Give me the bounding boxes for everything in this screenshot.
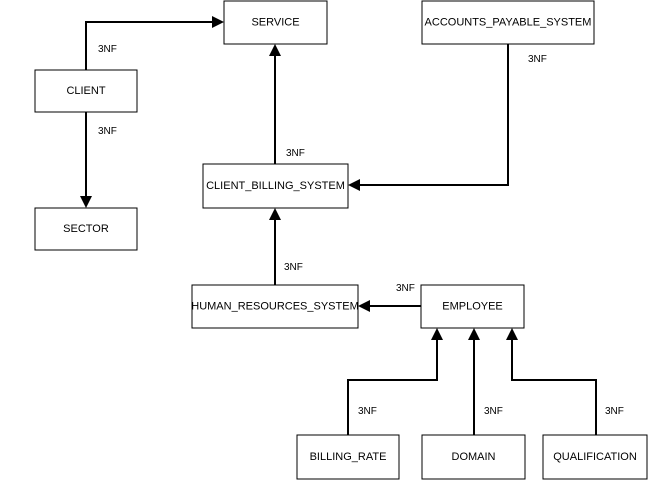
arrowhead-qualification-employee xyxy=(506,328,518,340)
arrowhead-client-service xyxy=(212,16,224,28)
node-label-human-resources-system: HUMAN_RESOURCES_SYSTEM xyxy=(191,300,358,312)
node-client: CLIENT xyxy=(34,69,138,113)
edge-billing-rate-employee xyxy=(347,338,438,435)
edge-accounts-client-billing xyxy=(358,44,509,186)
edge-label-domain-employee: 3NF xyxy=(484,406,503,417)
edge-label-client-service: 3NF xyxy=(98,44,117,55)
arrowhead-employee-hr xyxy=(358,300,370,312)
edge-label-qualification-employee: 3NF xyxy=(605,406,624,417)
node-sector: SECTOR xyxy=(34,207,138,251)
arrowhead-client-billing-service xyxy=(269,44,281,56)
edge-label-billing-rate-employee: 3NF xyxy=(358,406,377,417)
edge-label-hr-client-billing: 3NF xyxy=(284,262,303,273)
node-label-sector: SECTOR xyxy=(63,223,109,235)
edge-label-accounts-client-billing: 3NF xyxy=(528,54,547,65)
edge-label-client-billing-service: 3NF xyxy=(286,148,305,159)
edge-label-client-sector: 3NF xyxy=(98,126,117,137)
node-employee: EMPLOYEE xyxy=(420,284,525,329)
node-label-employee: EMPLOYEE xyxy=(442,300,503,312)
node-client-billing-system: CLIENT_BILLING_SYSTEM xyxy=(202,163,349,209)
node-domain: DOMAIN xyxy=(421,434,526,480)
node-label-qualification: QUALIFICATION xyxy=(553,451,637,463)
arrowhead-hr-client-billing xyxy=(269,208,281,220)
arrowhead-client-sector xyxy=(80,196,92,208)
arrowhead-domain-employee xyxy=(468,328,480,340)
node-label-accounts-payable-system: ACCOUNTS_PAYABLE_SYSTEM xyxy=(425,16,592,28)
node-label-billing-rate: BILLING_RATE xyxy=(310,451,387,463)
node-service: SERVICE xyxy=(223,0,328,45)
edge-client-service xyxy=(85,21,214,70)
arrowhead-billing-rate-employee xyxy=(431,328,443,340)
edge-label-employee-hr: 3NF xyxy=(396,283,415,294)
node-label-client: CLIENT xyxy=(66,85,105,97)
node-accounts-payable-system: ACCOUNTS_PAYABLE_SYSTEM xyxy=(421,0,595,45)
node-qualification: QUALIFICATION xyxy=(542,434,648,480)
arrowhead-accounts-client-billing xyxy=(348,179,360,191)
node-billing-rate: BILLING_RATE xyxy=(296,434,400,480)
edge-qualification-employee xyxy=(511,338,597,435)
node-label-client-billing-system: CLIENT_BILLING_SYSTEM xyxy=(206,180,345,192)
node-label-domain: DOMAIN xyxy=(452,451,496,463)
node-label-service: SERVICE xyxy=(251,16,299,28)
node-human-resources-system: HUMAN_RESOURCES_SYSTEM xyxy=(191,284,359,329)
